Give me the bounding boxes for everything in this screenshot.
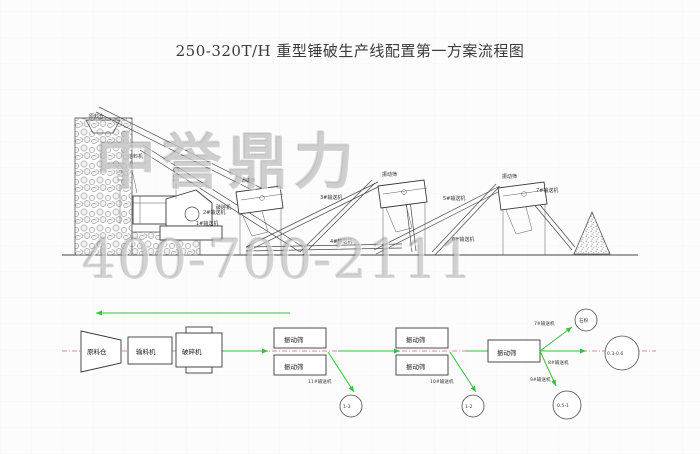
elevation-feeder-label: 给料机 [128,153,143,160]
elevation-conveyor-7-label: 7#输送机 [536,187,558,194]
product-label-03-06: 0.3-0.6 [607,351,623,357]
quarry-rock-face [74,117,201,256]
flow-screen-a-top-label: 振动筛 [284,335,304,344]
elevation-drawing: 原料仓 给料机 破碎机 [62,106,638,256]
product-label-05-1: 0.5-1 [557,403,569,409]
flow-chart: 原料仓 输料机 破碎机 振动筛 振动筛 [62,308,656,420]
elevation-screen-1-label: 振动筛 [240,177,255,184]
product-circle-stone-powder [574,308,598,332]
flow-screen-c-label: 振动筛 [497,348,517,357]
flow-conveyor-11-label: 11#输送机 [308,378,332,385]
branch-conveyor-11 [327,351,355,393]
flow-conveyor-10-label: 10#输送机 [430,378,454,385]
elevation-screen-2-label: 振动筛 [382,171,397,178]
flow-crusher [175,326,223,374]
elevation-conveyor-4-label: 4#输送机 [330,238,352,245]
elevation-raw-bin-label: 原料仓 [89,113,104,120]
elevation-conveyor-1-label: 1#输送机 [196,220,218,227]
flow-conveyor-9-label: 9#输送机 [530,376,551,383]
elevation-screen-3 [497,181,548,255]
elevation-screen-2 [377,179,428,255]
flow-screen-a-bottom [273,354,327,376]
flow-conveyor-7-label: 7#输送机 [534,320,555,327]
product-circle-1-3 [339,394,363,418]
elevation-screen-3-label: 振动筛 [502,173,517,180]
elevation-stockpile [573,210,611,255]
branch-conveyor-9 [539,350,557,387]
product-label-stone-powder: 石粉 [579,317,589,324]
flow-crusher-label: 破碎机 [182,347,202,356]
elevation-conveyor-5-label: 5#输送机 [443,195,465,202]
flow-screen-a-top [273,327,327,349]
flow-feeder [127,336,173,365]
flow-feeder-label: 输料机 [136,347,156,356]
flow-screen-b-top-label: 振动筛 [406,335,426,344]
elevation-screen-1 [235,185,284,255]
product-circle-05-1 [552,390,582,420]
flow-screen-b-bottom-label: 振动筛 [406,362,426,371]
product-label-1-2: 1-2 [465,404,473,410]
flow-conveyor-8-label: 8#输送机 [548,359,569,366]
elevation-raw-bin [85,119,121,134]
page-title: 250-320T/H 重型锤破生产线配置第一方案流程图 [175,42,525,60]
elevation-supports [117,165,179,224]
elevation-conveyor-3-label: 3#输送机 [320,194,342,201]
branch-conveyor-7 [539,326,573,352]
product-label-1-3: 1-3 [343,404,351,410]
product-circle-1-2 [461,394,485,418]
flow-screen-b-top [395,327,449,349]
product-circle-03-06 [604,335,640,371]
branch-conveyor-10 [449,351,477,393]
flow-raw-bin [80,330,122,373]
elevation-crusher-label: 破碎机 [216,204,231,211]
flow-raw-bin-label: 原料仓 [87,347,107,356]
elevation-crusher [159,189,223,241]
elevation-conveyor-2-label: 2#输送机 [203,209,225,216]
flow-screen-a-bottom-label: 振动筛 [284,362,304,371]
flow-screen-b-bottom [395,354,449,376]
elevation-conveyor-6-label: 6#输送机 [452,236,474,243]
